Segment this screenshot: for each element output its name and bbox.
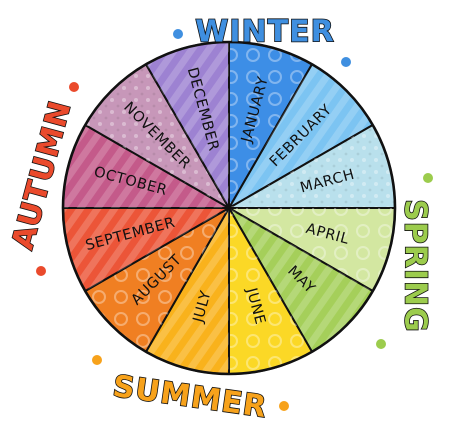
slice-texture-june [229,208,312,374]
season-label-spring: SPRING [398,199,433,333]
slice-texture-may [229,208,373,352]
slice-texture-march [229,125,395,208]
season-label-winter: WINTER [195,15,334,50]
season-dot-autumn-2 [36,266,46,276]
slice-texture-august [85,208,230,352]
season-dot-summer-1 [92,355,102,365]
slice-texture-december [146,42,229,208]
slice-texture-september [63,208,229,291]
wheel-outline [61,40,397,376]
season-dot-summer-2 [279,401,289,411]
season-label-summer: SUMMER [111,369,270,425]
slice-texture-april [229,208,395,291]
slice-texture-november [85,64,230,209]
slice-texture-february [229,64,373,209]
slice-texture-july [146,208,229,374]
season-dot-spring-1 [423,173,433,183]
season-dot-spring-2 [376,339,386,349]
slice-texture-january [229,42,312,208]
season-dot-autumn-1 [69,82,79,92]
season-dot-winter-1 [173,29,183,39]
season-dot-winter-2 [341,57,351,67]
slice-texture-october [63,125,229,208]
month-slices [61,40,397,376]
